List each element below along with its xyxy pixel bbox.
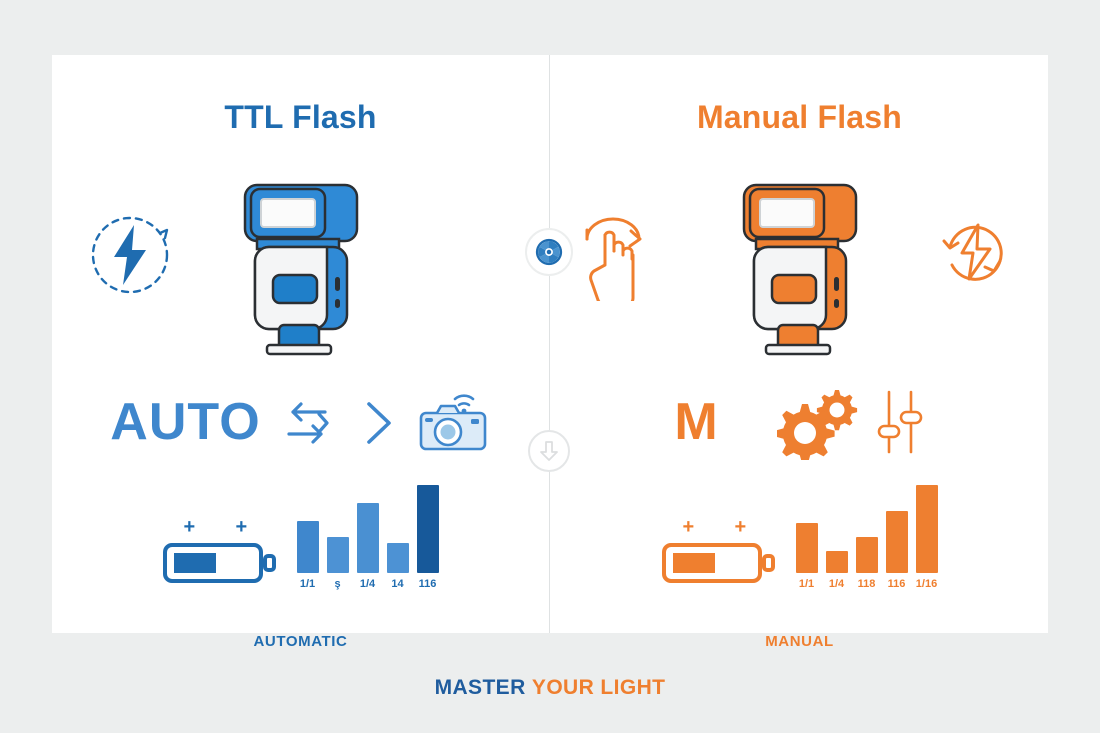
panel-manual-mode-row: M xyxy=(551,377,1048,467)
sliders-icon xyxy=(877,390,922,454)
content-card xyxy=(52,55,1048,633)
battery-icon xyxy=(162,543,276,583)
bar-label: 116 xyxy=(887,578,906,590)
plus-sign-b: + xyxy=(235,516,248,538)
bar-col: 116 xyxy=(416,485,440,590)
bar xyxy=(825,551,848,573)
battery-block-ttl: + + xyxy=(162,517,278,590)
center-aperture-badge xyxy=(525,228,573,276)
panel-manual-flash-row xyxy=(551,177,1048,367)
bar-col: 116 xyxy=(885,511,909,590)
bar-label: 118 xyxy=(857,578,876,590)
bar xyxy=(416,485,439,573)
exchange-arrows-icon xyxy=(287,402,329,444)
mode-text-auto: AUTO xyxy=(110,393,261,451)
bolt-dashed-circle-icon xyxy=(82,205,178,306)
battery-block-manual: + + xyxy=(661,517,777,590)
bar xyxy=(885,511,908,573)
aperture-badge-circle xyxy=(525,228,573,276)
bar-label: 14 xyxy=(391,578,404,590)
panel-ttl-title: TTL Flash xyxy=(224,99,377,135)
bar-col: 1/1 xyxy=(795,523,819,590)
center-divider xyxy=(549,55,550,633)
down-arrow-icon xyxy=(540,441,558,461)
bar-label: 1/4 xyxy=(828,578,845,590)
bar xyxy=(855,537,878,573)
mode-text-m: M xyxy=(674,393,719,451)
bar xyxy=(795,523,818,573)
aperture-icon xyxy=(535,238,563,266)
plus-sign-a: + xyxy=(183,516,196,538)
panel-ttl-flash-row xyxy=(52,177,549,367)
bolt-refresh-circle-icon xyxy=(928,205,1024,306)
down-arrow-badge-circle xyxy=(528,430,570,472)
bar-label: 1/1 xyxy=(299,578,316,590)
bar-col: 118 xyxy=(855,537,879,590)
bar-label: 1/16 xyxy=(915,578,938,590)
bar xyxy=(915,485,938,573)
panel-manual-title: Manual Flash xyxy=(696,99,903,135)
footer-word-master: MASTER xyxy=(434,676,526,699)
bar xyxy=(386,543,409,573)
battery-icon xyxy=(661,543,775,583)
bar xyxy=(296,521,319,573)
plus-sign-a: + xyxy=(682,516,695,538)
bar-label: 1/4 xyxy=(359,578,376,590)
bar-label: ş xyxy=(334,578,341,590)
camera-wifi-icon xyxy=(419,394,486,451)
bar-label: 116 xyxy=(418,578,437,590)
speedlight-flash-icon-manual xyxy=(720,177,880,368)
footer-tagline: MASTER YOUR LIGHT xyxy=(0,676,1100,700)
panel-ttl-meter-row: + + 1/1 ş 1/4 xyxy=(52,485,549,590)
panel-ttl: TTL Flash xyxy=(52,55,549,650)
bar xyxy=(326,537,349,573)
bar-chart-manual: 1/1 1/4 118 116 1/16 xyxy=(795,485,939,590)
bar-col: 1/4 xyxy=(825,551,849,590)
bar-col: 1/4 xyxy=(356,503,380,590)
bar-col: 1/1 xyxy=(296,521,320,590)
panel-manual: Manual Flash xyxy=(551,55,1048,650)
plus-sign-b: + xyxy=(734,516,747,538)
bar-label: 1/1 xyxy=(798,578,815,590)
speedlight-flash-icon-ttl xyxy=(221,177,381,368)
chevron-right-icon xyxy=(366,402,391,444)
bar-col: 14 xyxy=(386,543,410,590)
center-down-arrow-badge xyxy=(528,430,570,472)
bar xyxy=(356,503,379,573)
footer-word-your-light: YOUR LIGHT xyxy=(531,676,666,699)
panel-ttl-caption: AUTOMATIC xyxy=(253,633,348,650)
bar-col: ş xyxy=(326,537,350,590)
panel-manual-meter-row: + + 1/1 1/4 118 xyxy=(551,485,1048,590)
gears-icon xyxy=(776,390,857,460)
bar-col: 1/16 xyxy=(915,485,939,590)
panel-ttl-mode-row: AUTO xyxy=(52,377,549,467)
panel-manual-caption: MANUAL xyxy=(765,633,834,650)
bar-chart-ttl: 1/1 ş 1/4 14 116 xyxy=(296,485,440,590)
hand-rotate-icon xyxy=(569,205,665,308)
